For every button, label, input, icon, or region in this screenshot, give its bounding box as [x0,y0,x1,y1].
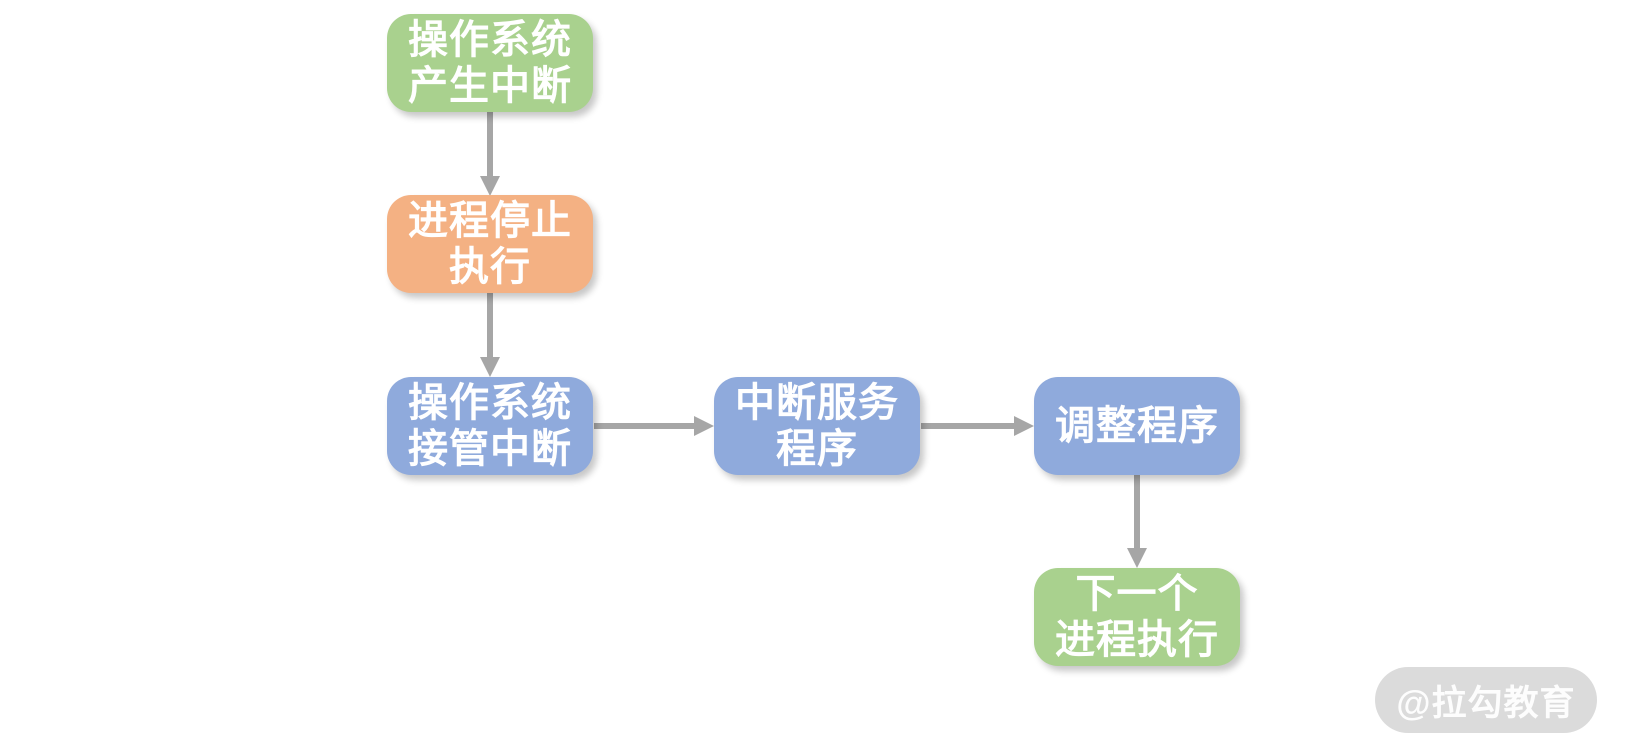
arrow-right-2 [921,416,1034,436]
arrow-down-2 [480,293,500,377]
node-os-generates-interrupt: 操作系统 产生中断 [387,14,593,112]
arrow-down-3 [1127,475,1147,568]
node-os-takes-over-interrupt: 操作系统 接管中断 [387,377,593,475]
node-interrupt-service-routine: 中断服务 程序 [714,377,920,475]
watermark-badge: @拉勾教育 [1375,667,1597,733]
node-process-stops-executing: 进程停止 执行 [387,195,593,293]
arrow-right-1 [594,416,714,436]
node-adjust-program: 调整程序 [1034,377,1240,475]
arrow-down-1 [480,112,500,196]
node-next-process-executes: 下一个 进程执行 [1034,568,1240,666]
